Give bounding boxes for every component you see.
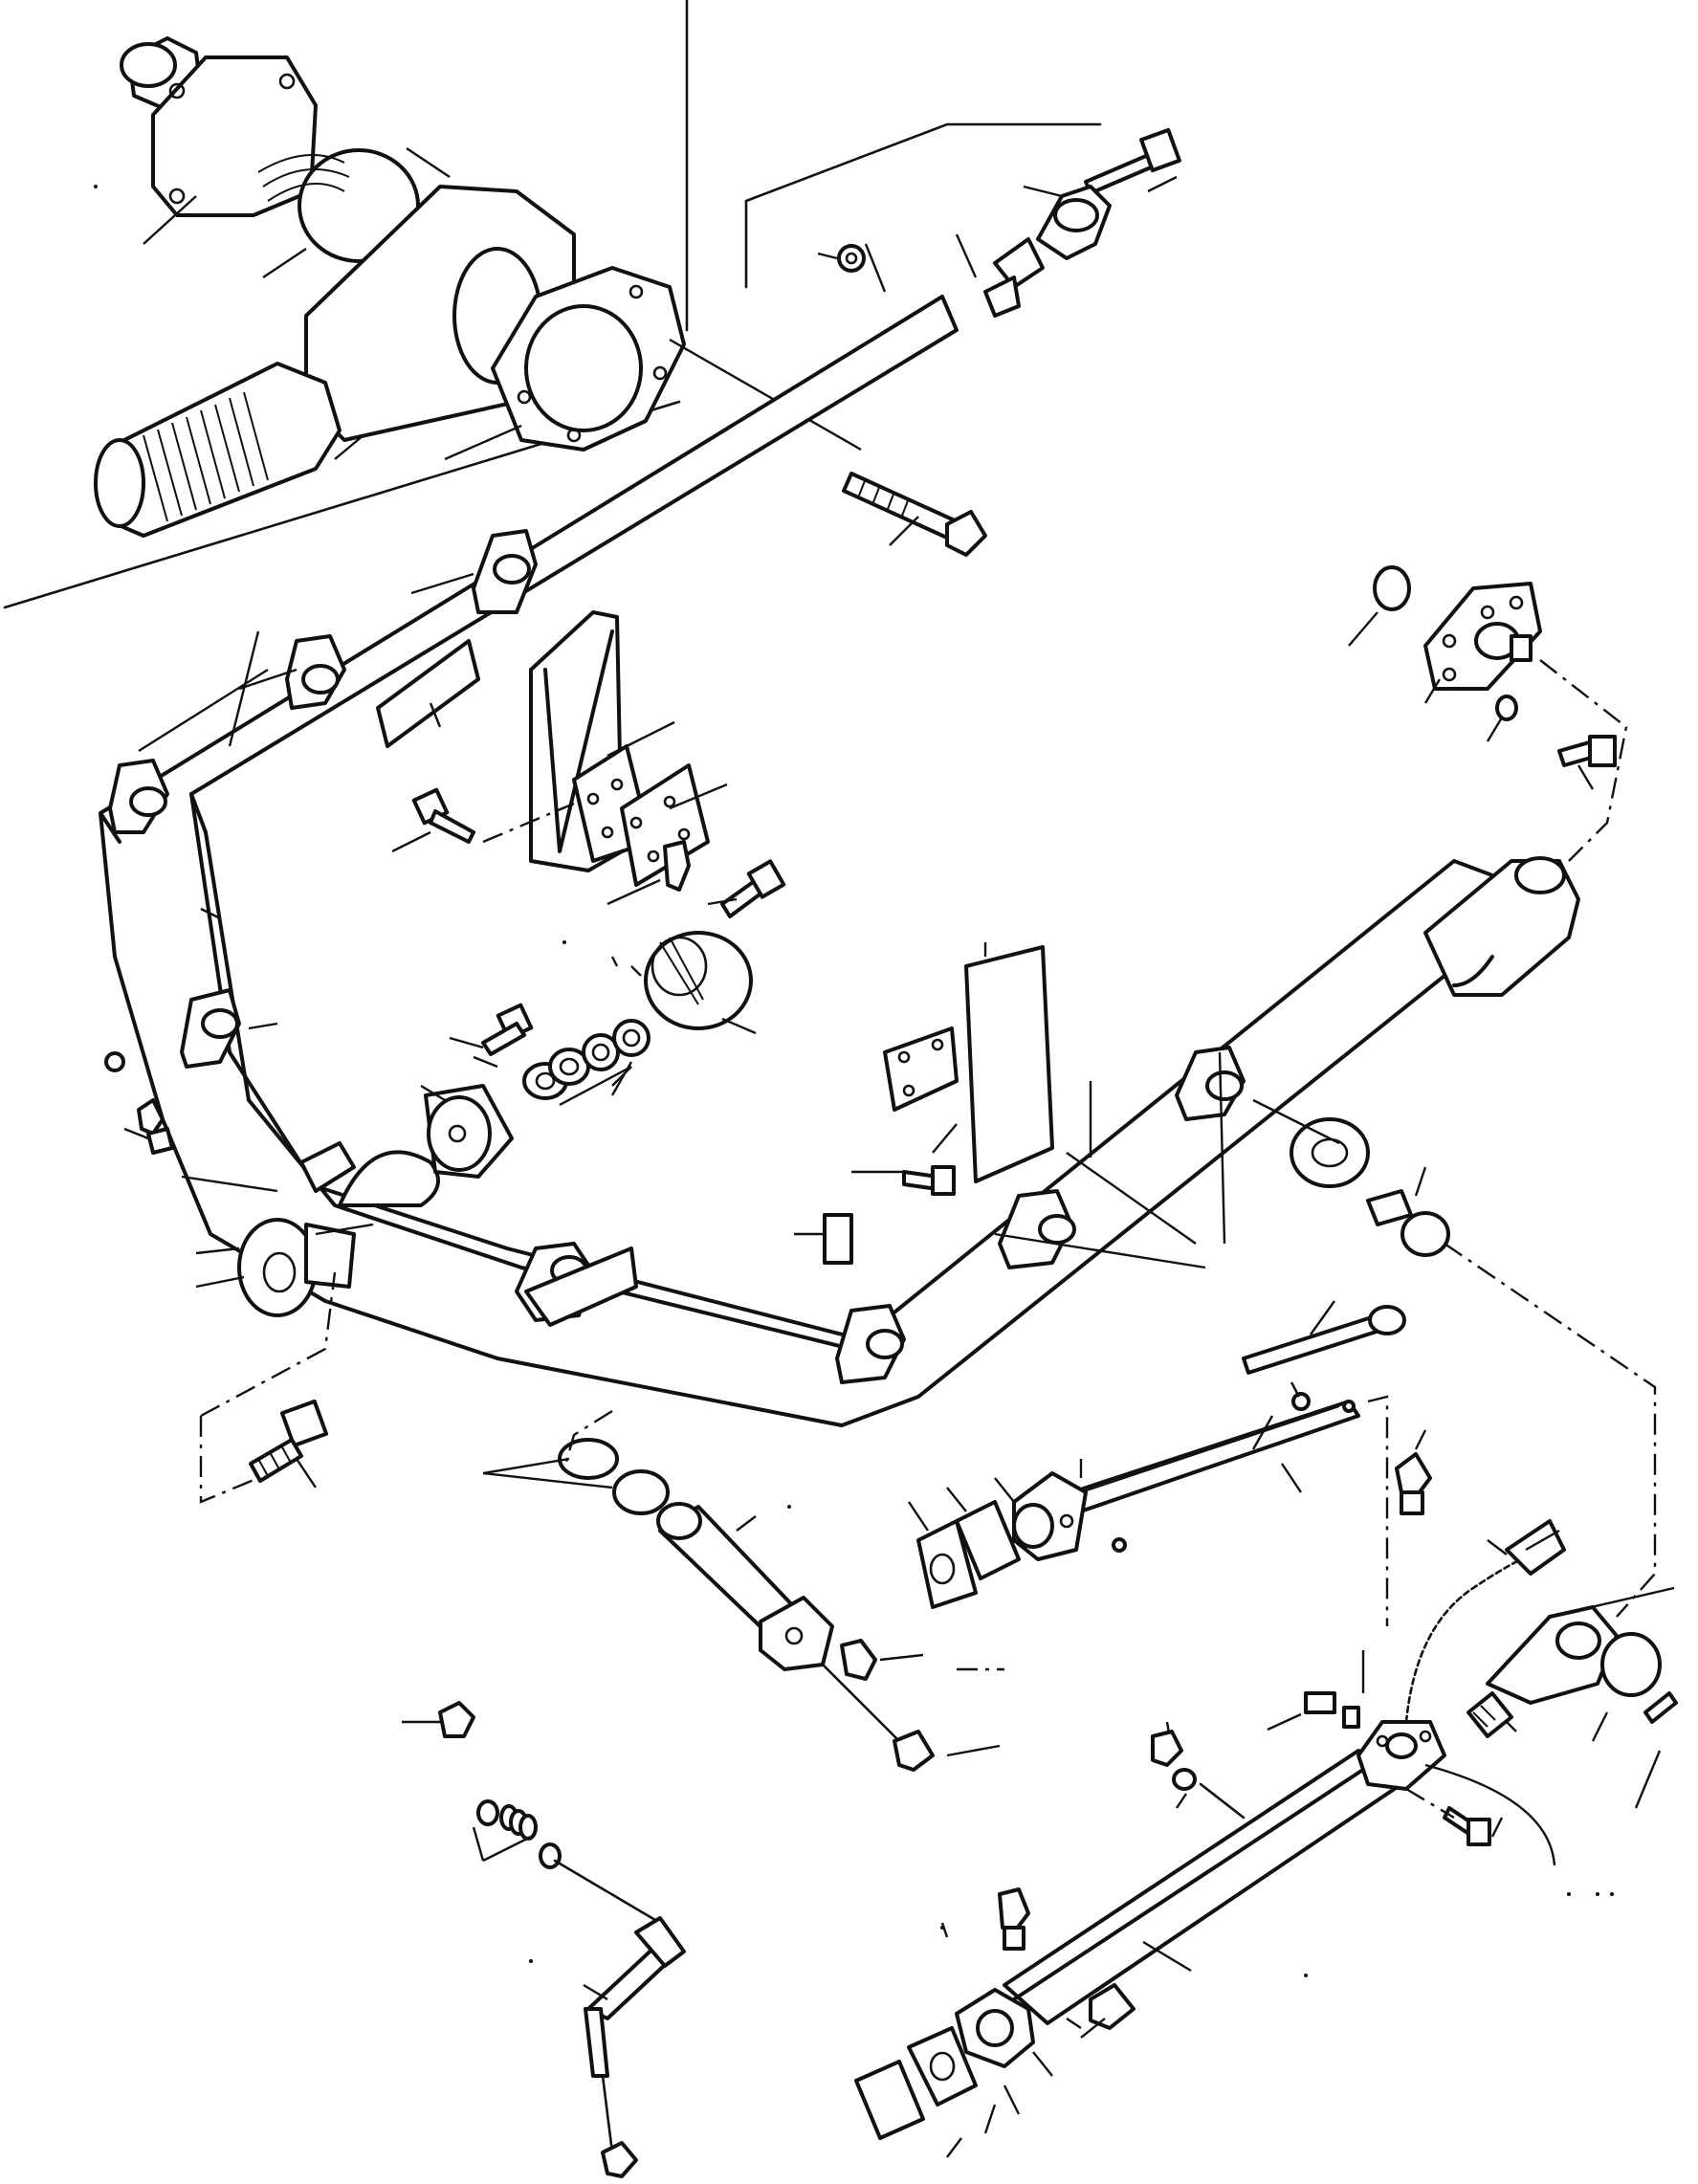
grease-fitting [663, 840, 691, 892]
washer [476, 1799, 499, 1826]
long-bolt [1242, 1313, 1384, 1375]
drag-link-rod [908, 1300, 1406, 1626]
pivot-bushing [644, 931, 753, 1030]
left-small-fittings [104, 1051, 278, 1193]
pin [584, 2007, 609, 2078]
bushing [558, 1438, 619, 1480]
ball-stud [1400, 1211, 1450, 1257]
washer [612, 1019, 651, 1057]
right-upper-fittings [138, 572, 1340, 1269]
small-shim [823, 1213, 853, 1265]
shim [883, 1026, 959, 1112]
shim [854, 2060, 925, 2140]
bushing [612, 1469, 670, 1515]
gasket [907, 2026, 978, 2107]
tie-rod [1055, 1400, 1360, 1518]
left-steering-arm [195, 1150, 440, 1317]
long-bolt [669, 338, 987, 557]
pivot-pin-assembly [482, 1409, 1004, 1772]
grease-fitting [137, 1098, 165, 1136]
lower-left-parts [402, 1701, 686, 2178]
chain [1404, 1557, 1523, 1724]
steering-knuckle-assembly [94, 36, 686, 538]
gasket [916, 1519, 978, 1609]
plate [964, 945, 1054, 1183]
right-kingpin-flange [1348, 565, 1628, 862]
gasket [955, 1500, 1021, 1580]
center-pivot-assembly [391, 610, 786, 1179]
stray-marks [94, 185, 1614, 1977]
kingpin-boss [1290, 1117, 1370, 1188]
tie-rod-assembly [854, 1429, 1678, 2158]
nut [837, 244, 866, 273]
right-plates [794, 942, 1092, 1265]
washer [1373, 565, 1411, 611]
tie-rod-end [1486, 1605, 1619, 1705]
washer [582, 1033, 620, 1071]
spring [499, 1804, 538, 1841]
nut [438, 1701, 475, 1738]
cotter-pin [1643, 1691, 1678, 1724]
name-plate [376, 639, 480, 748]
boot [1600, 1632, 1662, 1697]
bolt [1089, 1983, 1136, 2030]
front-axle-beam [99, 295, 1580, 1427]
bolt [601, 2141, 638, 2178]
washer [539, 1842, 562, 1869]
grease-fitting [998, 1887, 1030, 1934]
right-ball-joint [1218, 1051, 1657, 1618]
upper-bracket-set [817, 127, 1181, 318]
left-bolt [199, 1271, 337, 1504]
tie-rod-tube [1003, 1749, 1403, 2025]
nut [1151, 1730, 1183, 1767]
